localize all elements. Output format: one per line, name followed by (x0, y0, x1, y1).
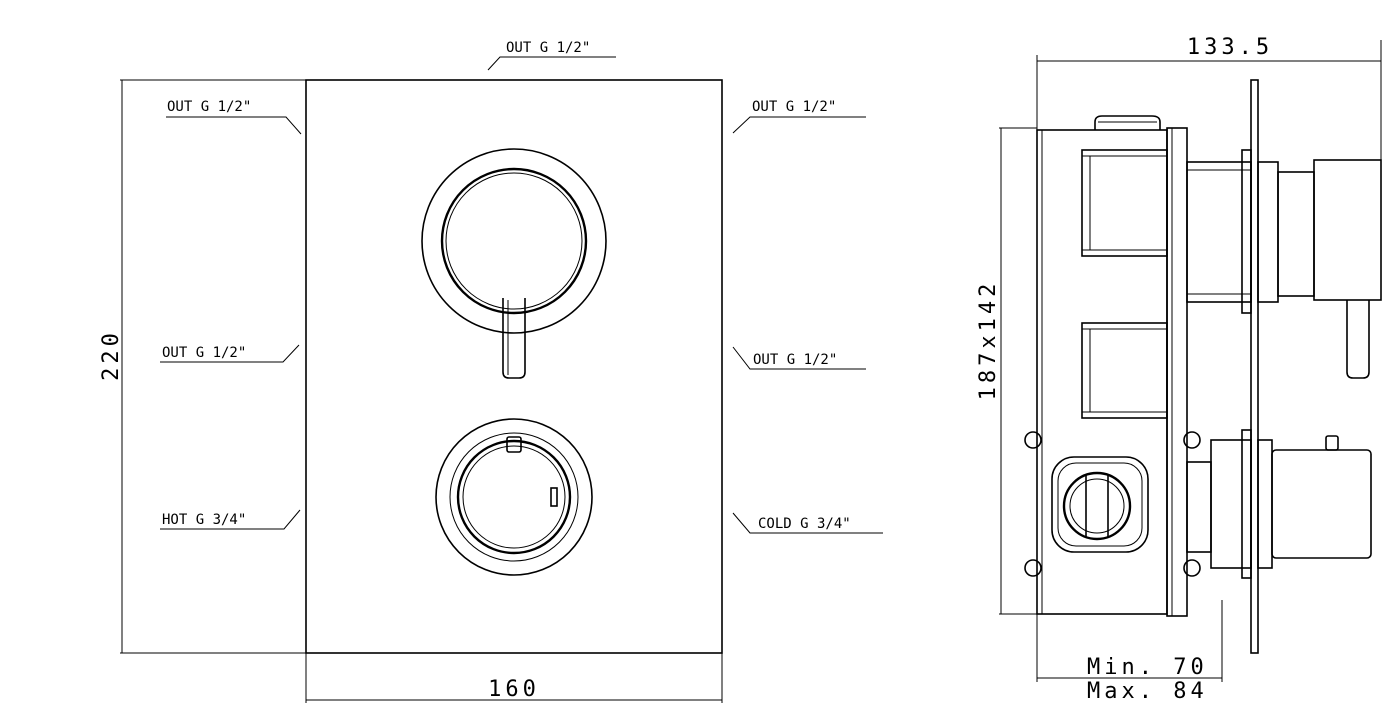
label-cold: COLD G 3/4" (732, 512, 883, 534)
svg-text:OUT G 1/2": OUT G 1/2" (506, 40, 590, 56)
svg-text:COLD G 3/4": COLD G 3/4" (758, 516, 851, 532)
label-out-left-top: OUT G 1/2" (166, 99, 302, 135)
label-out-right-mid: OUT G 1/2" (732, 346, 866, 370)
side-fitting-2 (1024, 559, 1042, 577)
front-plate (305, 79, 723, 654)
label-hot: HOT G 3/4" (160, 509, 301, 530)
cartridge-upper (1081, 149, 1168, 257)
depth-dimension-label: 133.5 (1187, 35, 1273, 60)
side-fitting-3 (1183, 431, 1201, 449)
side-view: 133.5 187x142 Min. 70 Max. 84 (976, 35, 1382, 704)
body-dimension: 187x142 (976, 127, 1037, 615)
body-dimension-label: 187x142 (976, 280, 1001, 401)
body-flange (1166, 127, 1188, 617)
svg-text:HOT G 3/4": HOT G 3/4" (162, 512, 246, 528)
side-fitting-1 (1024, 431, 1042, 449)
front-view: 220 160 OUT G 1/2" (99, 40, 883, 703)
svg-text:OUT G 1/2": OUT G 1/2" (752, 99, 836, 115)
inlet-cartridge (1051, 456, 1149, 553)
svg-text:OUT G 1/2": OUT G 1/2" (753, 352, 837, 368)
thermostat-indicator (550, 487, 558, 507)
diverter-handle-side (1313, 159, 1382, 301)
max-dimension-label: Max. 84 (1087, 679, 1208, 704)
svg-text:OUT G 1/2": OUT G 1/2" (167, 99, 251, 115)
thermostat-knob (435, 418, 593, 576)
min-dimension-label: Min. 70 (1087, 655, 1208, 680)
wall-plate (1250, 79, 1259, 654)
label-out-right-top: OUT G 1/2" (732, 99, 866, 134)
width-dimension: 160 (305, 653, 723, 703)
svg-text:OUT G 1/2": OUT G 1/2" (162, 345, 246, 361)
top-outlet (1094, 115, 1161, 130)
label-out-left-mid: OUT G 1/2" (160, 344, 300, 363)
depth-dimension: 133.5 (1036, 35, 1382, 160)
side-fitting-4 (1183, 559, 1201, 577)
concealed-body (1036, 129, 1168, 615)
label-out-top: OUT G 1/2" (487, 40, 616, 71)
diverter-lever-side (1346, 300, 1370, 379)
height-dimension-label: 220 (99, 329, 124, 381)
diverter-lever (502, 298, 526, 379)
width-dimension-label: 160 (488, 677, 540, 702)
diverter-knob (421, 148, 607, 379)
thermostat-stop-side (1325, 435, 1339, 451)
thermostat-handle-side (1271, 449, 1372, 559)
cartridge-lower (1081, 322, 1168, 419)
thermostat-stop-pin (506, 436, 522, 453)
min-max-dimension: Min. 70 Max. 84 (1036, 600, 1223, 704)
height-dimension: 220 (99, 79, 306, 654)
